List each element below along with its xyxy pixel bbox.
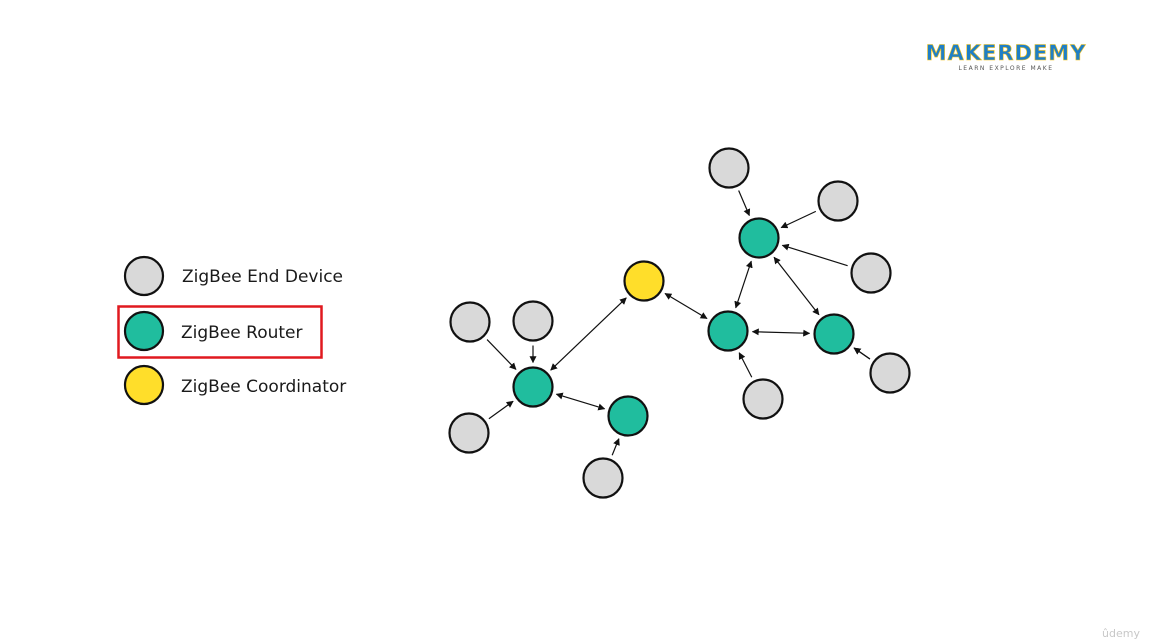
makerdemy-logo: MAKERDEMY LEARN EXPLORE MAKE bbox=[925, 41, 1087, 72]
router-node-r2 bbox=[607, 395, 649, 437]
coordinator-icon bbox=[123, 364, 165, 406]
legend: ZigBee End Device ZigBee Router ZigBee C… bbox=[117, 255, 346, 406]
udemy-watermark: ûdemy bbox=[1102, 627, 1140, 640]
network-links bbox=[486, 190, 871, 456]
router-node-r4 bbox=[738, 217, 780, 259]
link-E1-R1 bbox=[486, 339, 517, 370]
bidirectional-link-R4-R5 bbox=[773, 256, 820, 316]
bidirectional-link-R3-R5 bbox=[751, 328, 811, 337]
link-E8-R4 bbox=[781, 243, 848, 267]
router-node-r1 bbox=[512, 366, 554, 408]
end-device-node-e5 bbox=[742, 378, 784, 420]
coordinator-node-c bbox=[623, 260, 665, 302]
logo-wordmark: MAKERDEMY bbox=[926, 41, 1087, 65]
link-E7-R4 bbox=[780, 210, 817, 229]
legend-label-coordinator: ZigBee Coordinator bbox=[181, 377, 346, 397]
link-E5-R3 bbox=[738, 352, 753, 378]
bidirectional-link-R1-R2 bbox=[555, 392, 606, 411]
end-device-node-e4 bbox=[582, 457, 624, 499]
link-E6-R4 bbox=[738, 190, 751, 217]
logo-tagline: LEARN EXPLORE MAKE bbox=[958, 65, 1053, 72]
end-device-node-e9 bbox=[869, 352, 911, 394]
end-device-node-e2 bbox=[512, 300, 554, 342]
link-E10-R5 bbox=[853, 347, 871, 360]
end-device-node-e8 bbox=[850, 252, 892, 294]
network-nodes bbox=[448, 147, 911, 499]
bidirectional-link-C-R3 bbox=[664, 293, 708, 319]
router-node-r3 bbox=[707, 310, 749, 352]
router-highlight-box bbox=[117, 305, 323, 359]
router-node-r5 bbox=[813, 313, 855, 355]
link-E3-R1 bbox=[488, 400, 514, 420]
end-device-icon bbox=[123, 255, 165, 297]
legend-label-end-device: ZigBee End Device bbox=[182, 267, 343, 287]
link-E4-R2 bbox=[611, 438, 620, 456]
legend-item-end-device: ZigBee End Device bbox=[123, 255, 343, 297]
bidirectional-link-R3-R4 bbox=[734, 260, 753, 309]
end-device-node-e6 bbox=[708, 147, 750, 189]
bidirectional-link-R1-C bbox=[550, 297, 627, 371]
legend-item-coordinator: ZigBee Coordinator bbox=[123, 364, 346, 406]
end-device-node-e3 bbox=[448, 412, 490, 454]
router-icon bbox=[123, 310, 165, 352]
end-device-node-e1 bbox=[449, 301, 491, 343]
legend-label-router: ZigBee Router bbox=[181, 323, 302, 343]
legend-item-router: ZigBee Router bbox=[123, 310, 302, 352]
end-device-node-e7 bbox=[817, 180, 859, 222]
